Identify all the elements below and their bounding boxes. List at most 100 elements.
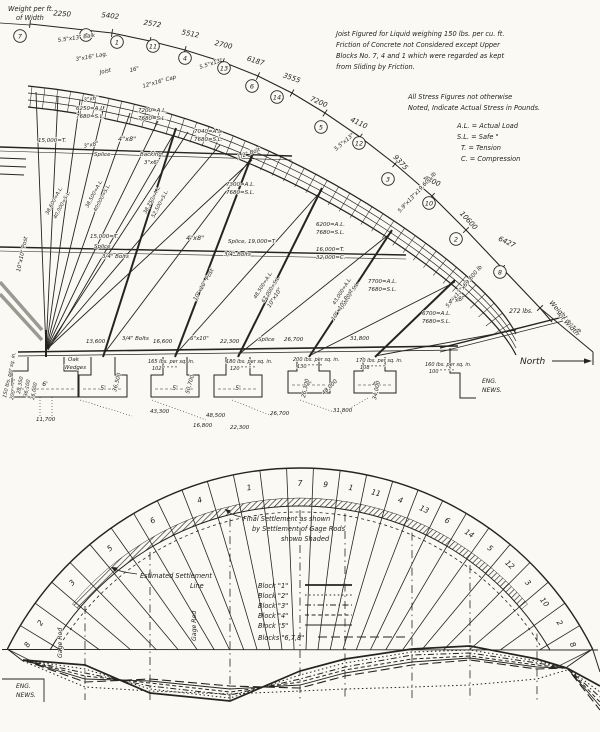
weight-per-ft-value: 2250 xyxy=(53,9,72,18)
arch-extrados xyxy=(6,467,594,650)
joist-tick xyxy=(360,206,373,225)
joist-tick xyxy=(237,140,246,161)
gage-rod-label-right: Gage Rod xyxy=(191,611,198,641)
estimated-settlement-arc xyxy=(59,511,541,646)
joist-tick xyxy=(141,107,148,128)
member-annotation: 3"x16" Lag. xyxy=(75,51,108,63)
member-annotation: 7680=S.L. xyxy=(226,190,255,196)
voussoir-joint xyxy=(329,474,368,651)
joist-tick xyxy=(294,168,305,187)
block-number-circle xyxy=(493,265,507,279)
estimated-settlement-leader xyxy=(111,567,138,575)
arch-block-number: 2 xyxy=(555,618,565,627)
voussoir-joint xyxy=(402,527,490,651)
block-number: 4 xyxy=(183,54,187,62)
horizontal-chords xyxy=(0,146,407,260)
arch-block-number: 8 xyxy=(568,640,578,649)
block-number: 12 xyxy=(355,139,363,147)
legend-blocks-678: Blocks "6,7,8" xyxy=(258,634,304,642)
arch-lagging-curve xyxy=(27,85,517,335)
joist-tick xyxy=(442,267,457,284)
settlement-curve-block-2 xyxy=(22,649,600,699)
fan-strut xyxy=(45,131,189,351)
block-number-circle xyxy=(449,232,463,246)
member-annotation: 4"x8" xyxy=(448,295,466,306)
voussoir-joint xyxy=(369,500,444,651)
legend-block-4: Block "4" xyxy=(258,612,288,620)
boundary-tick xyxy=(536,304,544,312)
final-settlement-line3: shown Shaded xyxy=(281,535,330,543)
block-number: 9 xyxy=(84,31,88,39)
joist-tick xyxy=(402,235,416,253)
figure-border-step xyxy=(449,348,476,399)
eng-news-bottom-2: NEWS. xyxy=(16,692,36,699)
member-annotation: 4"x8" xyxy=(118,135,136,143)
voussoir-joint xyxy=(20,625,61,651)
block-number-circle xyxy=(217,61,231,75)
joist-tick xyxy=(165,114,173,135)
corner-box-line xyxy=(0,22,31,26)
block-number: 11 xyxy=(149,42,157,50)
member-annotation: 3/4" Bolts xyxy=(122,336,149,342)
arch-block-number: 2 xyxy=(35,618,45,627)
block-number-circle xyxy=(352,136,366,150)
joist-tick xyxy=(485,312,503,327)
block-number-circle xyxy=(178,51,192,65)
block-number: 10 xyxy=(425,199,433,207)
member-annotation: 16,000=T. xyxy=(316,247,345,253)
member-annotation: 4' xyxy=(372,381,378,388)
member-annotation: 7680=S.L. xyxy=(76,114,105,120)
arch-block-number: 8 xyxy=(22,640,32,649)
arch-block-number: 5 xyxy=(105,543,114,553)
block-number: 5 xyxy=(319,123,323,131)
voussoir-joint xyxy=(421,544,511,651)
member-annotation: 108 " " " " xyxy=(360,365,385,371)
joist-tick xyxy=(478,302,495,318)
voussoir-joint xyxy=(110,527,198,651)
corner-weight-label-2: of Width xyxy=(16,14,44,22)
weight-per-ft-value: 2700 xyxy=(214,39,234,51)
member-annotation: 165 lbs. per sq. in. xyxy=(148,359,194,365)
member-annotation: Wedges xyxy=(64,365,86,371)
member-annotation: 102 " " " " xyxy=(152,366,177,372)
member-annotation: 3"x6" xyxy=(83,95,99,104)
joist-tick xyxy=(79,93,84,115)
joist-tick xyxy=(433,258,447,276)
voussoir-joint xyxy=(558,648,593,667)
member-annotation: 13,600 xyxy=(86,339,106,345)
eng-news-line2: NEWS. xyxy=(482,387,502,394)
arch-settlement-diagram: Final Settlement as shown by Settlement … xyxy=(1,467,600,711)
weight-per-ft-value: 4110 xyxy=(349,116,369,131)
footings xyxy=(11,357,397,398)
voussoir-joint xyxy=(385,513,467,651)
voussoir-joint xyxy=(34,602,100,651)
member-annotation: Backing xyxy=(140,152,162,158)
member-annotation: 36,100 xyxy=(23,379,32,397)
final-settlement-line2: by Settlement of Gage Rods xyxy=(252,525,346,533)
note-stress-line2: Noted, Indicate Actual Stress in Pounds. xyxy=(408,104,540,112)
member-annotation: 170 lbs. per sq. in. xyxy=(356,358,402,364)
fan-strut xyxy=(45,95,59,351)
joist-tick xyxy=(189,122,198,143)
member-annotation: 7680=S.L. xyxy=(368,287,397,293)
member-annotation: 7300=A.L. xyxy=(226,182,255,188)
settlement-curve-blocks-6-7-8 xyxy=(22,659,600,711)
member-annotation: 7680=S.L. xyxy=(316,230,345,236)
member-annotation: 10"x10" Post xyxy=(193,267,216,302)
member-annotation: 31,800 xyxy=(333,408,353,414)
note-liquid-line3: Blocks No. 7, 4 and 1 which were regarde… xyxy=(336,52,504,60)
note-liquid-line4: from Sliding by Friction. xyxy=(336,63,415,71)
member-annotation: Splice xyxy=(258,337,275,343)
voussoir-joint xyxy=(468,581,549,651)
gage-rod-label-left: Gage Rod xyxy=(57,628,64,658)
footing-outline xyxy=(78,357,128,398)
joist-tick xyxy=(316,180,328,199)
voussoir-joint xyxy=(286,468,295,651)
voussoir-joint xyxy=(133,513,215,651)
member-annotation: 15,000=T. xyxy=(90,234,119,240)
north-label: North xyxy=(520,357,545,367)
voussoir-joint xyxy=(89,544,179,651)
joist-tick xyxy=(213,131,222,151)
